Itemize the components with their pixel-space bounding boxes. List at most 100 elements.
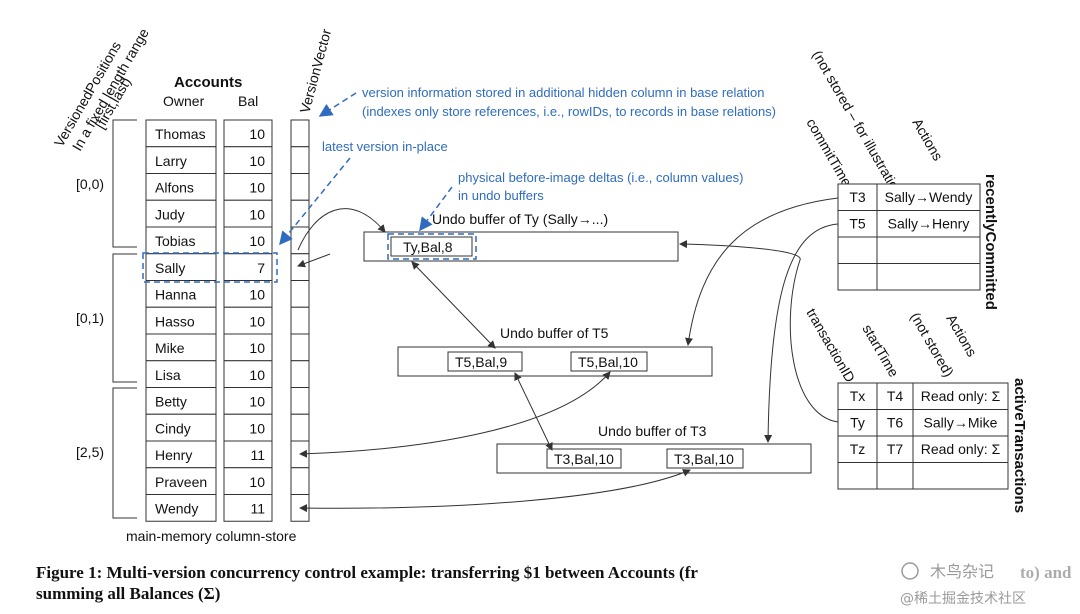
version-vector-cell bbox=[290, 226, 310, 255]
bal-cell bbox=[223, 413, 273, 442]
at-id-cell bbox=[837, 382, 878, 410]
version-vector-cell bbox=[290, 146, 310, 174]
arrow-t5-committed bbox=[764, 223, 839, 443]
owner-name: Henry bbox=[155, 447, 192, 463]
at-start-cell bbox=[876, 435, 914, 463]
bal-cell bbox=[223, 146, 273, 174]
undo-entry-t3-2 bbox=[666, 448, 744, 469]
version-vector-cell bbox=[290, 253, 310, 281]
range-label-2: [2,5) bbox=[76, 444, 104, 460]
arrow-t5-to-t3 bbox=[514, 372, 553, 451]
version-vector-cell bbox=[290, 333, 310, 362]
rc-time: T5 bbox=[849, 216, 866, 232]
arrow-henry-to-t5 bbox=[299, 371, 611, 458]
at-action-cell bbox=[912, 409, 1009, 437]
rc-action-cell bbox=[876, 236, 981, 264]
watermark: 木鸟杂记 @稀土掘金技术社区 bbox=[900, 562, 1026, 607]
version-vector-cell bbox=[290, 413, 310, 442]
owner-cell bbox=[145, 306, 217, 335]
at-action: Read only: Σ bbox=[921, 441, 1001, 457]
rc-action-cell bbox=[876, 183, 981, 211]
at-id: Tz bbox=[850, 441, 866, 457]
deltas-annotation-1: physical before-image deltas (i.e., colu… bbox=[458, 170, 743, 185]
watermark-icon bbox=[901, 562, 919, 580]
at-start-cell bbox=[876, 382, 914, 410]
version-vector-header: VersionVector bbox=[296, 27, 334, 115]
active-transactions-label: activeTransactions bbox=[1011, 378, 1028, 513]
owner-name: Cindy bbox=[155, 420, 191, 436]
owner-name: Praveen bbox=[155, 474, 207, 490]
arrow-ty-active bbox=[679, 240, 839, 423]
at-start-cell bbox=[876, 462, 914, 490]
bal-value: 10 bbox=[249, 474, 265, 490]
sally-highlight-box bbox=[142, 252, 278, 283]
at-id-cell bbox=[837, 462, 878, 490]
at-id: Tx bbox=[850, 388, 866, 404]
version-vector-cell bbox=[290, 306, 310, 335]
at-header-start-time: startTime bbox=[859, 322, 902, 380]
bal-value: 10 bbox=[249, 287, 265, 303]
undo-entry-t5-2 bbox=[570, 351, 648, 372]
bal-cell bbox=[223, 119, 273, 148]
bal-cell bbox=[223, 360, 273, 388]
owner-column: ThomasLarryAlfonsJudyTobiasSallyHannaHas… bbox=[145, 119, 217, 522]
version-vector-cell bbox=[290, 467, 310, 495]
owner-cell bbox=[145, 467, 217, 495]
at-start: T4 bbox=[887, 388, 904, 404]
rc-header-not-stored: (not stored – for illustration) bbox=[809, 48, 908, 204]
bal-cell bbox=[223, 387, 273, 415]
rc-time-cell bbox=[837, 236, 878, 264]
bal-value: 10 bbox=[249, 233, 265, 249]
undo-buffer-t5 bbox=[397, 346, 713, 377]
at-id: Ty bbox=[850, 415, 865, 431]
owner-name: Wendy bbox=[155, 501, 198, 517]
undo-entry-t3-1-text: T3,Bal,10 bbox=[554, 451, 614, 467]
undo-entry-t5-1 bbox=[447, 351, 523, 372]
deltas-arrow bbox=[419, 186, 453, 232]
undo-buffer-t3-title: Undo buffer of T3 bbox=[598, 423, 707, 439]
at-start: T7 bbox=[887, 441, 904, 457]
version-info-annotation-2: (indexes only store references, i.e., ro… bbox=[362, 104, 776, 119]
owner-name: Alfons bbox=[155, 180, 194, 196]
bal-cell bbox=[223, 467, 273, 495]
range-label-0: [0,0) bbox=[76, 176, 104, 192]
version-vector-cell bbox=[290, 173, 310, 201]
bal-value: 10 bbox=[249, 126, 265, 142]
rc-action-cell bbox=[876, 263, 981, 291]
undo-entry-t3-2-text: T3,Bal,10 bbox=[674, 451, 734, 467]
owner-header: Owner bbox=[163, 93, 205, 109]
arrow-sally-version bbox=[297, 253, 331, 268]
owner-cell bbox=[145, 333, 217, 362]
rc-action-cell bbox=[876, 210, 981, 238]
arrow-ty-to-t5 bbox=[411, 261, 496, 349]
bal-cell bbox=[223, 440, 273, 469]
bal-value: 7 bbox=[257, 260, 265, 276]
version-vector-column bbox=[290, 119, 310, 522]
owner-name: Hanna bbox=[155, 287, 196, 303]
rc-header-actions: Actions bbox=[909, 116, 946, 164]
deltas-annotation-2: in undo buffers bbox=[458, 188, 544, 203]
version-info-annotation-1: version information stored in additional… bbox=[362, 85, 765, 100]
rc-action: Sally→Henry bbox=[888, 216, 970, 232]
at-start: T6 bbox=[887, 415, 904, 431]
caption-line-1-tail: to) and bbox=[1020, 563, 1072, 582]
undo-entry-ty-text: Ty,Bal,8 bbox=[403, 239, 453, 255]
bal-value: 10 bbox=[249, 180, 265, 196]
bal-value: 10 bbox=[249, 153, 265, 169]
recently-committed-label: recentlyCommitted bbox=[982, 174, 999, 310]
version-vector-cell bbox=[290, 440, 310, 469]
range-label-1: [0,1) bbox=[76, 310, 104, 326]
undo-entry-t5-1-text: T5,Bal,9 bbox=[455, 354, 507, 370]
bal-value: 10 bbox=[249, 367, 265, 383]
at-action: Read only: Σ bbox=[921, 388, 1001, 404]
owner-name: Tobias bbox=[155, 233, 195, 249]
range-bracket-1 bbox=[112, 253, 137, 383]
owner-name: Judy bbox=[155, 206, 185, 222]
rc-action: Sally→Wendy bbox=[885, 189, 973, 205]
bal-cell bbox=[223, 494, 273, 522]
watermark-line-2: @稀土掘金技术社区 bbox=[900, 591, 1026, 607]
undo-entry-ty-highlight bbox=[387, 233, 477, 260]
arrow-version-to-ty bbox=[297, 208, 386, 251]
